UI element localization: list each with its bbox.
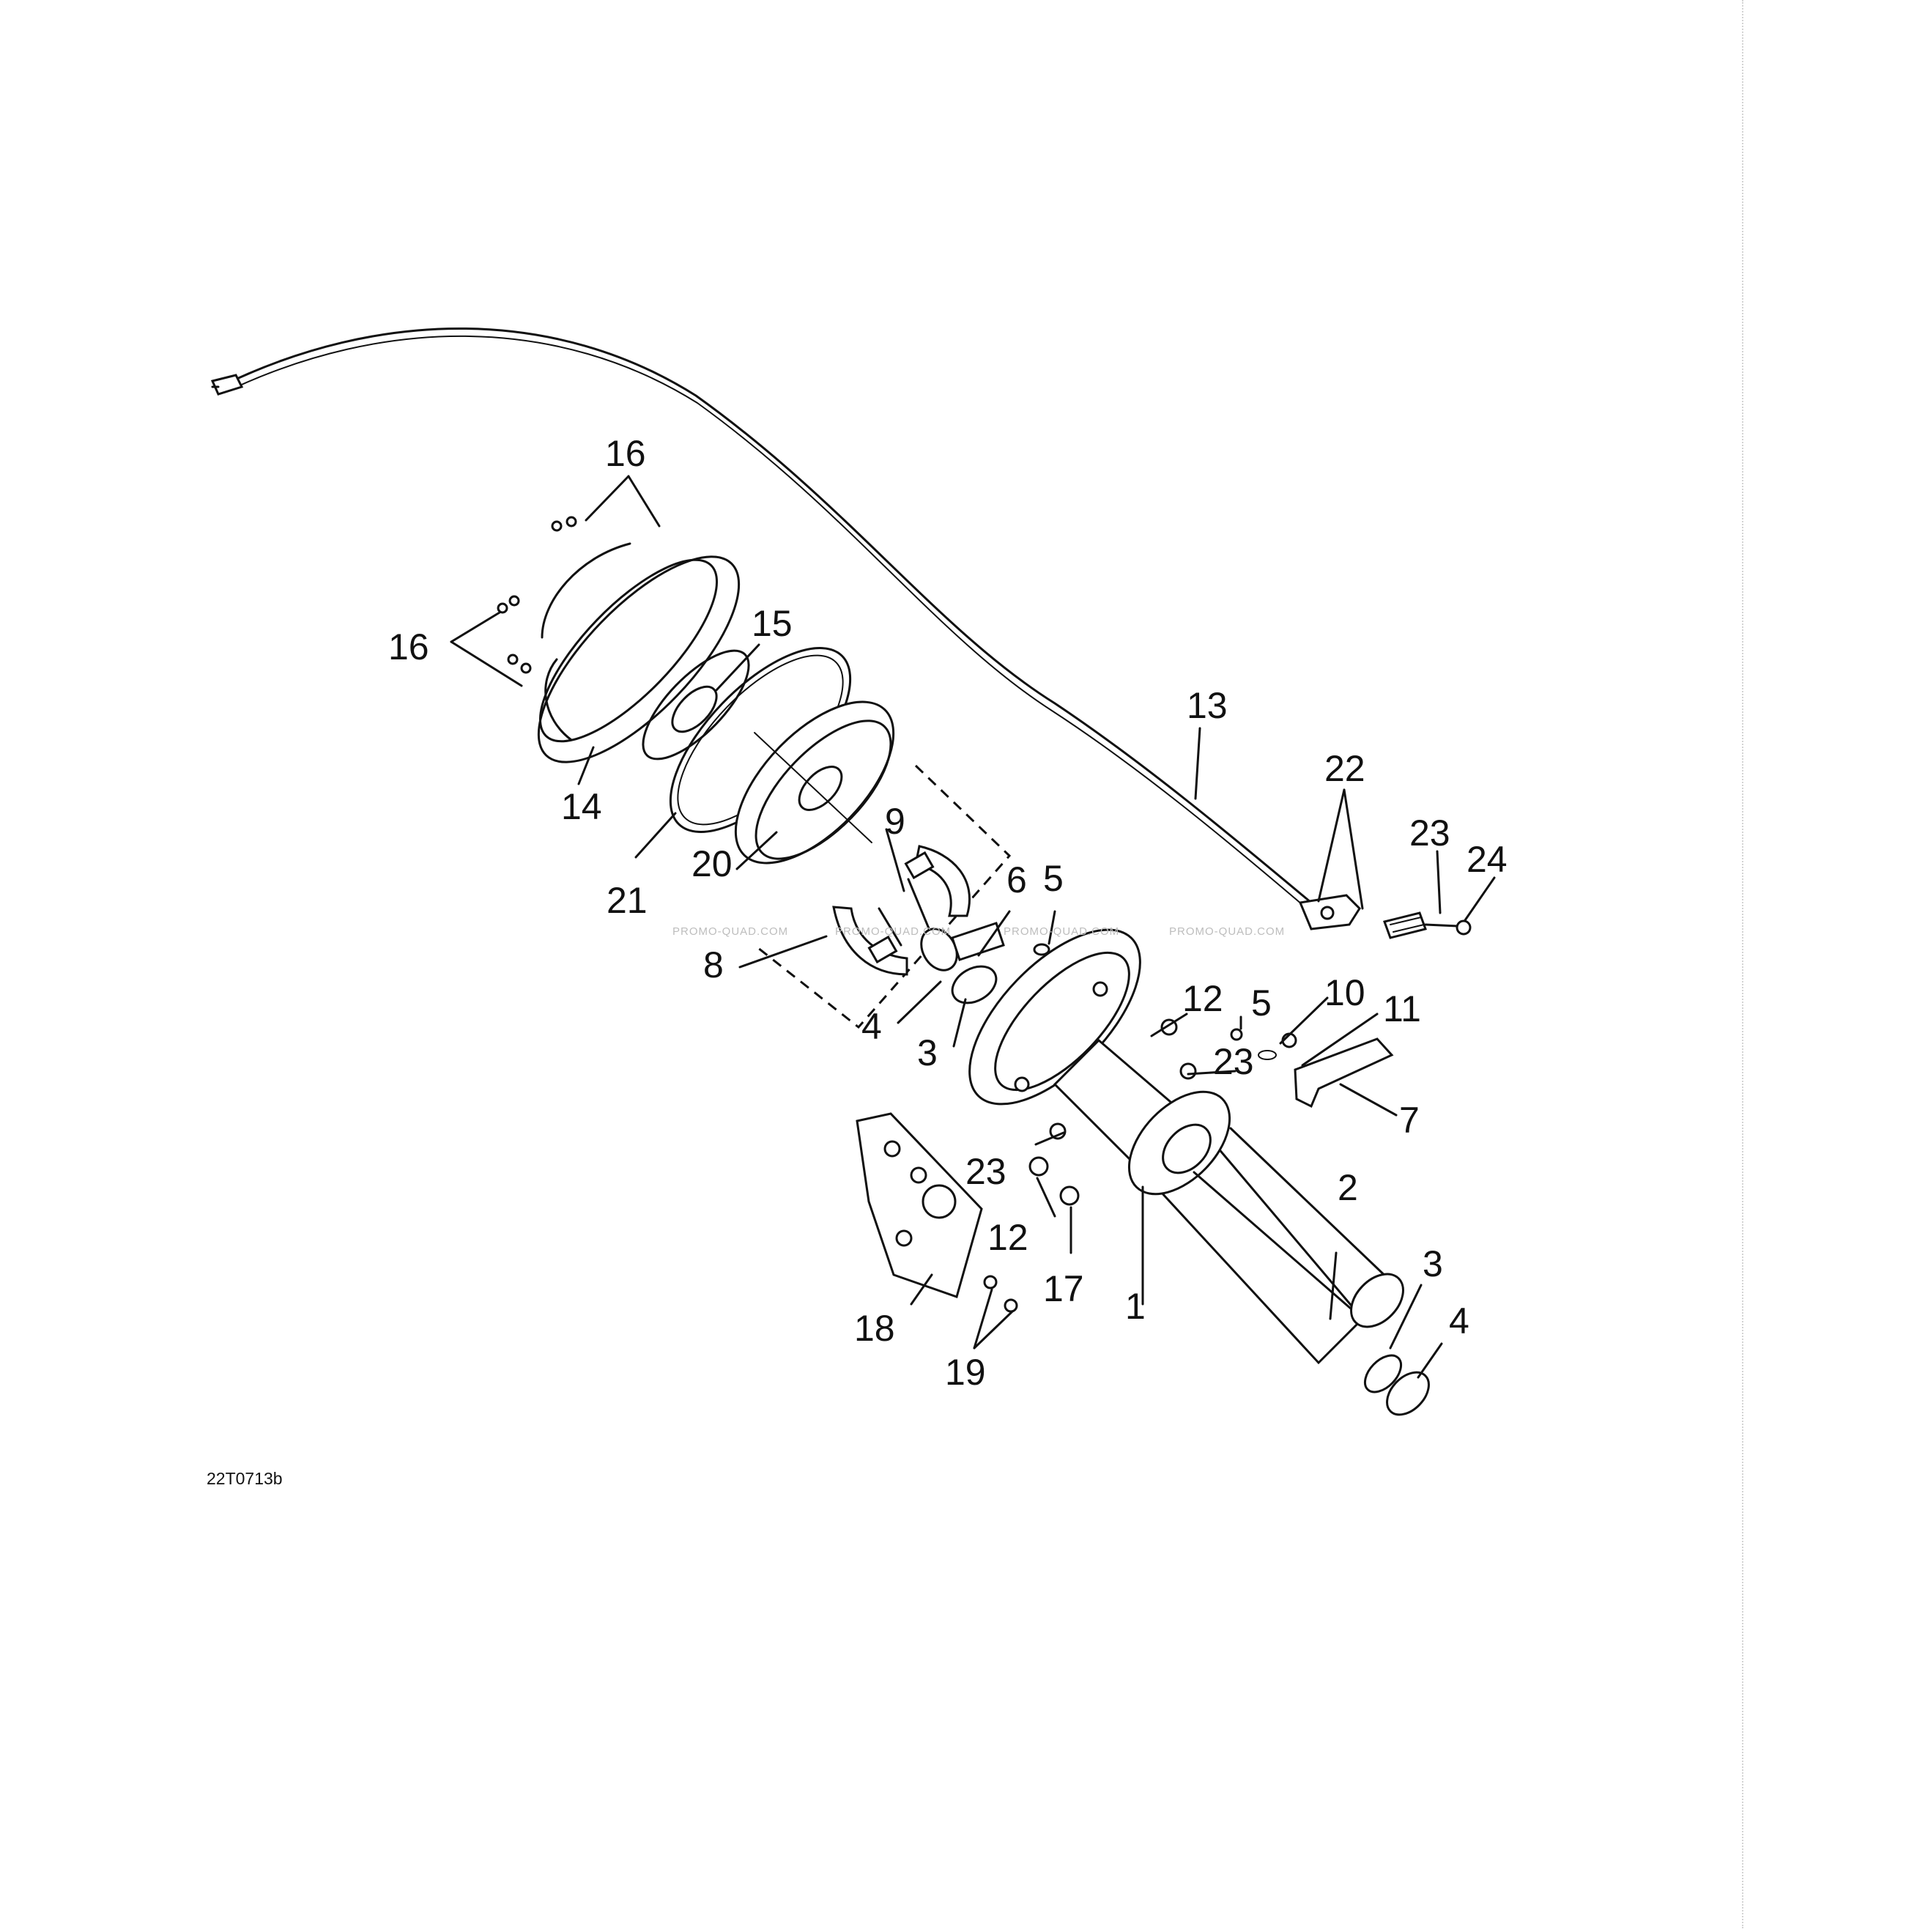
callout-23-lower: 23 bbox=[965, 1151, 1006, 1192]
brake-cable bbox=[210, 327, 1313, 909]
callout-23-top: 23 bbox=[1409, 813, 1450, 854]
callout-15: 15 bbox=[752, 603, 793, 644]
bearing-outer bbox=[1386, 1371, 1430, 1416]
callout-16-left: 16 bbox=[388, 626, 429, 667]
callout-19: 19 bbox=[945, 1352, 986, 1393]
nut-5a bbox=[1033, 943, 1050, 956]
callout-12-lower: 12 bbox=[987, 1217, 1028, 1258]
brake-lever bbox=[1230, 1028, 1394, 1109]
page-edge-divider bbox=[1742, 0, 1743, 1928]
seal-inner bbox=[951, 965, 998, 1004]
callout-14: 14 bbox=[561, 786, 602, 827]
callout-4-outer: 4 bbox=[1449, 1300, 1469, 1341]
callout-23-mid: 23 bbox=[1213, 1041, 1254, 1082]
callout-7: 7 bbox=[1399, 1100, 1420, 1141]
callout-4-inner: 4 bbox=[861, 1006, 882, 1047]
callout-5-lower: 5 bbox=[1251, 982, 1272, 1024]
drawing-code: 22T0713b bbox=[207, 1469, 283, 1488]
callout-9: 9 bbox=[885, 801, 905, 842]
callout-21: 21 bbox=[607, 880, 648, 921]
callout-12-upper: 12 bbox=[1182, 978, 1223, 1019]
callout-16-top: 16 bbox=[605, 433, 646, 474]
callout-2: 2 bbox=[1338, 1167, 1358, 1208]
callout-22: 22 bbox=[1324, 748, 1365, 789]
watermark-1: PROMO-QUAD.COM bbox=[672, 925, 788, 938]
callout-24: 24 bbox=[1467, 839, 1508, 880]
callout-13: 13 bbox=[1187, 685, 1228, 726]
skid-plate bbox=[856, 1112, 983, 1298]
leader-lines bbox=[450, 475, 1496, 1379]
brake-shoes bbox=[832, 845, 971, 976]
watermark-4: PROMO-QUAD.COM bbox=[1169, 925, 1285, 938]
callout-18: 18 bbox=[854, 1308, 895, 1349]
callout-11: 11 bbox=[1383, 988, 1421, 1029]
callout-6: 6 bbox=[1006, 859, 1027, 900]
brake-cam bbox=[920, 922, 1005, 971]
callout-3-inner: 3 bbox=[917, 1032, 938, 1073]
shoe-kit-outline bbox=[754, 764, 1012, 1029]
seal-outer bbox=[1363, 1354, 1403, 1394]
callout-1: 1 bbox=[1125, 1286, 1146, 1327]
callout-5-upper: 5 bbox=[1043, 858, 1064, 899]
brake-drum bbox=[734, 700, 895, 865]
callout-8: 8 bbox=[703, 944, 724, 985]
callout-3-outer: 3 bbox=[1423, 1243, 1443, 1284]
axle-housing bbox=[968, 928, 1404, 1365]
cable-adjuster bbox=[1298, 894, 1472, 939]
screws bbox=[497, 516, 577, 674]
callout-10: 10 bbox=[1324, 972, 1365, 1013]
watermark-3: PROMO-QUAD.COM bbox=[1004, 925, 1119, 938]
callout-17: 17 bbox=[1043, 1268, 1084, 1309]
callout-20: 20 bbox=[692, 843, 733, 884]
watermark-2: PROMO-QUAD.COM bbox=[835, 925, 951, 938]
brake-cover bbox=[537, 542, 750, 763]
